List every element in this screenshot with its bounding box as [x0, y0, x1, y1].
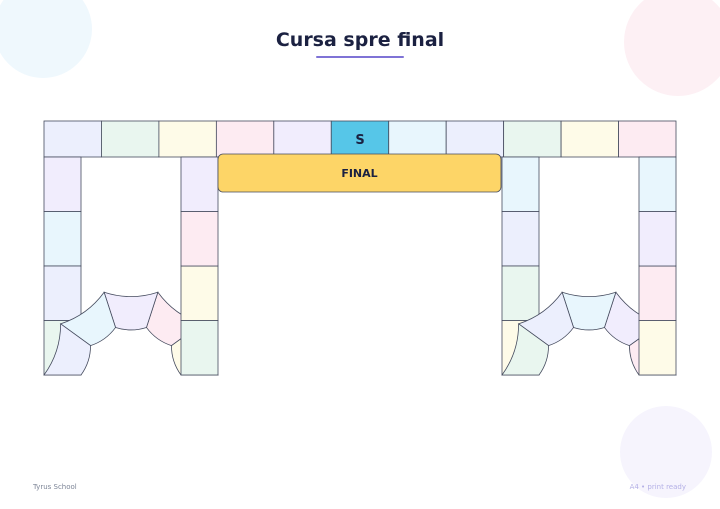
track-cell [43, 265, 82, 321]
track-cell [180, 156, 219, 212]
track-cell [503, 120, 562, 158]
track-cell [638, 156, 677, 212]
final-banner [217, 153, 502, 193]
track-cell [560, 120, 619, 158]
final-label: FINAL [341, 167, 377, 180]
track-cell [43, 156, 82, 212]
footer-school-name: Tyrus School [33, 483, 77, 491]
track-cell [501, 156, 540, 212]
track-cell [638, 320, 677, 376]
title-underline [316, 56, 404, 58]
track-cell [618, 120, 677, 158]
page-title: Cursa spre final [275, 29, 445, 51]
track-cell [215, 120, 275, 158]
track-cell [43, 323, 91, 376]
track-cell [638, 211, 677, 267]
track-cell [273, 120, 332, 158]
decorative-circle [624, 0, 720, 96]
footer-print-note: A4 • print ready [629, 483, 686, 491]
track-cell [43, 211, 82, 267]
track-cell [180, 265, 219, 321]
track-cell [101, 120, 160, 158]
track-cell [445, 120, 505, 158]
track-cell [638, 265, 677, 321]
track-cell [158, 120, 217, 158]
track-cell [501, 211, 540, 267]
track-cell [180, 211, 219, 267]
decorative-circle [620, 406, 712, 498]
track-cell [180, 320, 219, 376]
track-cell [501, 265, 540, 321]
track-cell [501, 323, 549, 376]
track-cell [388, 120, 447, 158]
track-cell [43, 120, 102, 158]
start-label: S [355, 133, 364, 148]
